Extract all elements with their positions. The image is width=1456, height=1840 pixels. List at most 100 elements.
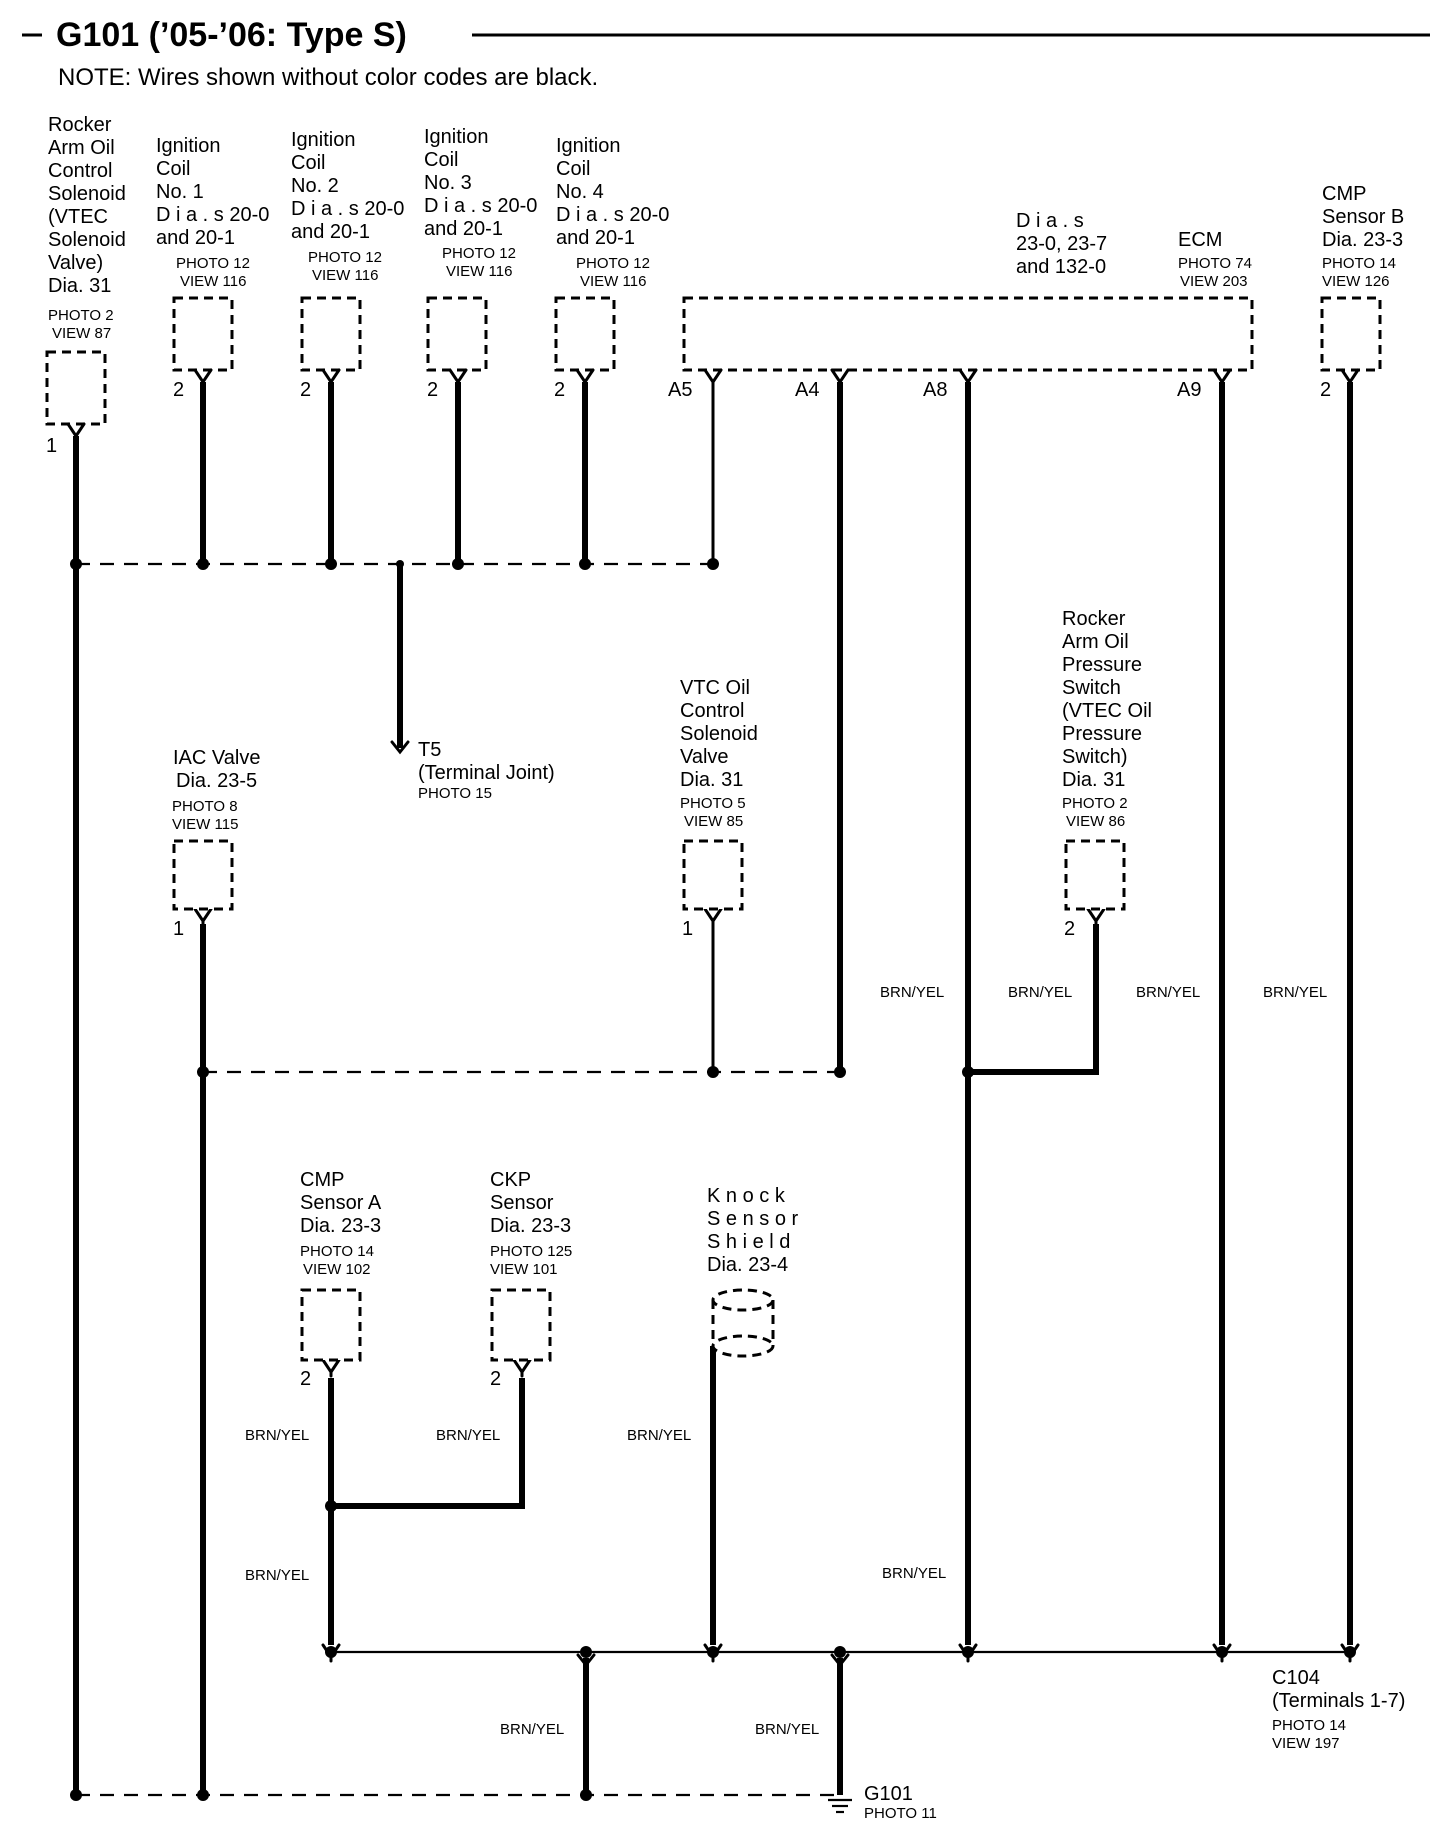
- svg-text:PHOTO 125 VIEW 101: PHOTO 125 VIEW 101: [490, 1243, 576, 1278]
- svg-text:PHOTO 74 VIEW 203: PHOTO 74 VIEW 203: [1178, 255, 1256, 290]
- photo-ref: PHOTO 74: [1178, 255, 1252, 272]
- view-ref: VIEW 197: [1272, 1735, 1340, 1752]
- splice-point: [1216, 1646, 1228, 1658]
- rocker-arm-oil-pressure-switch: Rocker Arm Oil Pressure Switch (VTEC Oil…: [1062, 608, 1152, 940]
- splice-point: [325, 558, 337, 570]
- photo-ref: PHOTO 12: [308, 249, 382, 266]
- note-text: NOTE: Wires shown without color codes ar…: [58, 64, 598, 91]
- svg-text:CMP Sensor B Dia.: CMP Sensor B Dia. 23-3: [1322, 183, 1410, 251]
- pin-terminal-icon: [703, 907, 723, 927]
- svg-text:Ignition Coil No.: Ignition Coil No. 4 D i a . s 20-0 and 2…: [556, 135, 675, 249]
- wire-color-label: BRN/YEL: [1136, 984, 1200, 1001]
- photo-ref: PHOTO 14: [1272, 1717, 1346, 1734]
- wire-color-label: BRN/YEL: [500, 1721, 564, 1738]
- ground-symbol: [828, 1798, 852, 1814]
- label-line: IAC Valve: [173, 747, 260, 769]
- t5-terminal-joint: T5 (Terminal Joint) PHOTO 15: [418, 739, 555, 802]
- svg-text:PHOTO 12 VIEW 116: PHOTO 12 VIEW 116: [442, 245, 520, 280]
- view-ref: VIEW 87: [52, 325, 111, 342]
- label-line: Switch: [1062, 677, 1121, 699]
- splice-point: [707, 1066, 719, 1078]
- label-line: Ignition: [424, 126, 489, 148]
- ignition-coil-4: Ignition Coil No. 4 D i a . s 20-0 and 2…: [554, 135, 675, 401]
- wire-color-label: BRN/YEL: [880, 984, 944, 1001]
- label-line: CMP: [300, 1169, 344, 1191]
- svg-text:PHOTO 12 VIEW 116: PHOTO 12 VIEW 116: [576, 255, 654, 290]
- splice-point: [834, 1066, 846, 1078]
- label-line: Pressure: [1062, 723, 1142, 745]
- photo-ref: PHOTO 15: [418, 785, 492, 802]
- label-line: Dia. 23-3: [490, 1215, 571, 1237]
- ecm: D i a . s 23-0, 23-7 and 132-0 ECM PHOTO…: [668, 210, 1256, 401]
- svg-text:PHOTO 2 VIEW 86: PHOTO 2 VIEW 86: [1062, 795, 1132, 830]
- title-block: G101 (’05-’06: Type S) NOTE: Wires shown…: [22, 16, 1430, 91]
- view-ref: VIEW 102: [303, 1261, 371, 1278]
- splice-point: [834, 1646, 846, 1658]
- label-line: Solenoid: [48, 229, 126, 251]
- pin-label: 2: [300, 379, 311, 401]
- pin-label: A8: [923, 379, 947, 401]
- svg-text:PHOTO 14 VIEW 102: PHOTO 14 VIEW 102: [300, 1243, 378, 1278]
- label-line: and 20-1: [556, 227, 635, 249]
- pin-terminal-icon: [512, 1358, 532, 1378]
- svg-text:T5 (Terminal Joint): T5 (Terminal Joint): [418, 739, 555, 784]
- label-line: No. 2: [291, 175, 339, 197]
- pin-label: 1: [173, 918, 184, 940]
- label-line: T5: [418, 739, 441, 761]
- svg-text:VTC Oil Control So: VTC Oil Control Solenoid Valve Dia. 31: [680, 677, 763, 791]
- photo-ref: PHOTO 5: [680, 795, 746, 812]
- label-line: No. 4: [556, 181, 604, 203]
- connector-box: [300, 296, 362, 372]
- label-line: Pressure: [1062, 654, 1142, 676]
- label-line: Ignition: [556, 135, 621, 157]
- label-line: and 132-0: [1016, 256, 1106, 278]
- pin-label: 2: [427, 379, 438, 401]
- ecm-connector-box: [682, 296, 1254, 372]
- svg-text:Ignition Coil No.: Ignition Coil No. 3 D i a . s 20-0 and 2…: [424, 126, 543, 240]
- label-line: C104: [1272, 1667, 1320, 1689]
- ckp-sensor: CKP Sensor Dia. 23-3 PHOTO 125 VIEW 101 …: [490, 1169, 576, 1390]
- wire-color-label: BRN/YEL: [245, 1567, 309, 1584]
- label-line: Dia. 23-5: [176, 770, 257, 792]
- label-line: Rocker: [1062, 608, 1126, 630]
- svg-text:Ignition Coil No.: Ignition Coil No. 2 D i a . s 20-0 and 2…: [291, 129, 410, 243]
- view-ref: VIEW 116: [312, 267, 378, 284]
- label-line: D i a . s 20-0: [556, 204, 669, 226]
- label-line: Coil: [156, 158, 190, 180]
- pin-terminal-icon: [321, 1358, 341, 1378]
- label-line: Ignition: [156, 135, 221, 157]
- pin-label: A4: [795, 379, 819, 401]
- splice-point: [452, 558, 464, 570]
- label-line: Control: [680, 700, 744, 722]
- pin-label: 2: [490, 1368, 501, 1390]
- view-ref: VIEW 115: [172, 816, 238, 833]
- ignition-coil-3: Ignition Coil No. 3 D i a . s 20-0 and 2…: [424, 126, 543, 401]
- connector-box: [45, 350, 107, 426]
- splice-point: [580, 1789, 592, 1801]
- splice-point: [197, 1066, 209, 1078]
- connector-box: [172, 296, 234, 372]
- label-line: Valve: [680, 746, 729, 768]
- svg-text:CKP Sensor Dia. 23: CKP Sensor Dia. 23-3: [490, 1169, 571, 1237]
- t5-arrow: [390, 740, 410, 755]
- svg-text:PHOTO 14 VIEW 197: PHOTO 14 VIEW 197: [1272, 1717, 1350, 1752]
- label-line: Switch): [1062, 746, 1128, 768]
- splice-point: [707, 1646, 719, 1658]
- pin-label: 2: [1320, 379, 1331, 401]
- pin-label: 1: [46, 435, 57, 457]
- splice-point: [579, 558, 591, 570]
- label-line: D i a . s: [1016, 210, 1084, 232]
- label-line: K n o c k: [707, 1185, 786, 1207]
- wire-color-label: BRN/YEL: [882, 1565, 946, 1582]
- svg-text:PHOTO 12 VIEW 116: PHOTO 12 VIEW 116: [308, 249, 386, 284]
- svg-text:D i a . s 23-0, 23-7: D i a . s 23-0, 23-7 and 132-0: [1016, 210, 1113, 278]
- g101-ground: G101 PHOTO 11: [864, 1783, 937, 1822]
- connector-box: [1064, 839, 1126, 911]
- pin-terminal-icon: [1086, 907, 1106, 927]
- label-line: (Terminals 1-7): [1272, 1690, 1405, 1712]
- label-line: Coil: [291, 152, 325, 174]
- connector-box: [426, 296, 488, 372]
- label-line: Solenoid: [48, 183, 126, 205]
- iac-valve: IAC Valve Dia. 23-5 PHOTO 8 VIEW 115 1: [172, 747, 260, 940]
- pin-label: A9: [1177, 379, 1201, 401]
